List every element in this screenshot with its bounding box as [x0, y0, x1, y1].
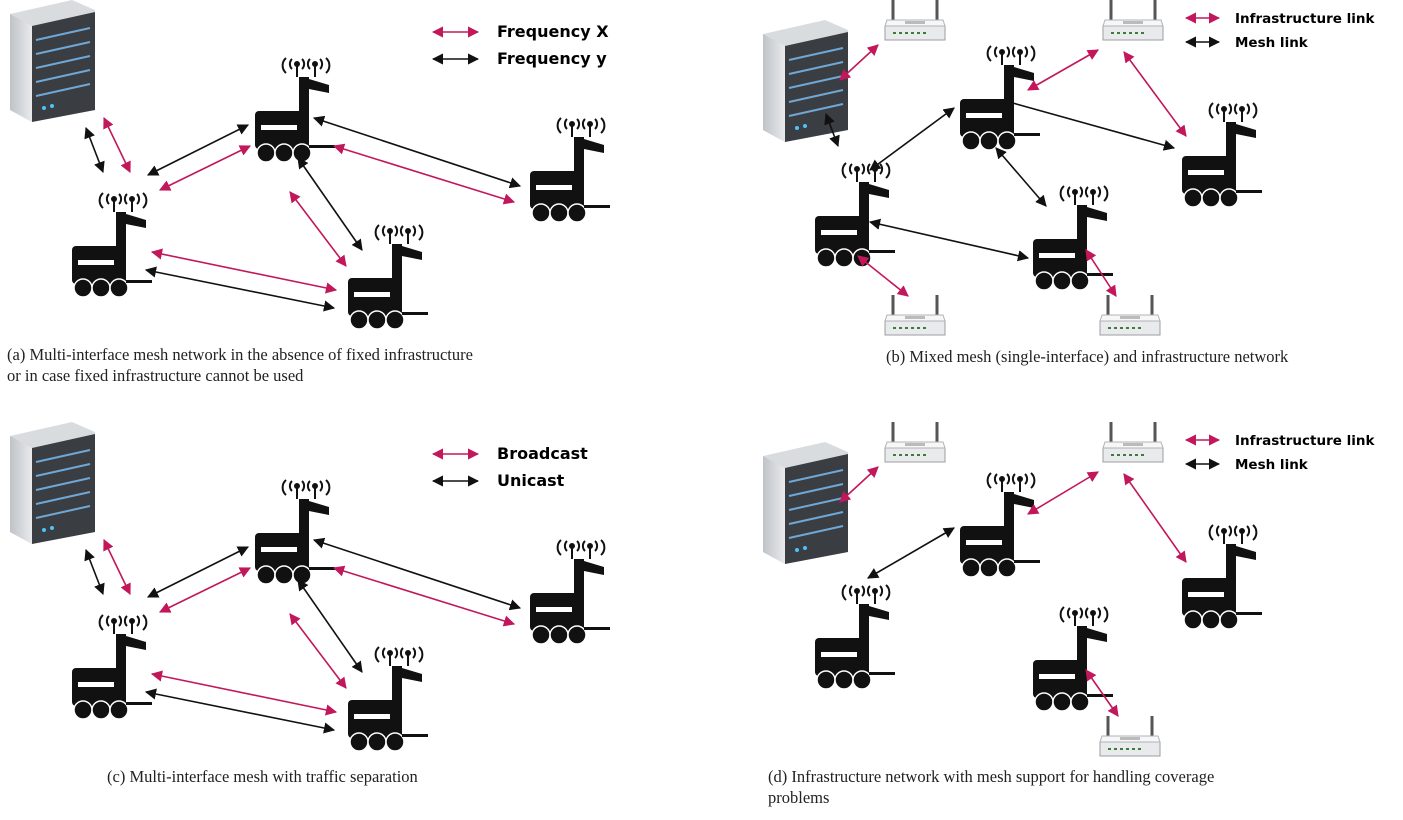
robot-icon [529, 539, 611, 645]
robot-icon [347, 224, 429, 330]
legend-label: Infrastructure link [1235, 433, 1375, 449]
robot-icon [529, 117, 611, 223]
server-icon [9, 421, 96, 545]
links [84, 537, 522, 734]
access-point-icon [1098, 714, 1162, 758]
robot-icon [71, 614, 153, 720]
legend-label: Mesh link [1235, 35, 1309, 51]
links [84, 115, 522, 312]
access-point-icon [883, 420, 947, 464]
caption-line: (a) Multi-interface mesh network in the … [7, 345, 473, 364]
panel-b: Infrastructure link Mesh link (b) Mixed … [762, 0, 1375, 366]
legend-label: Unicast [497, 471, 565, 490]
server-icon [9, 0, 96, 123]
robot-icon [1181, 102, 1263, 208]
robot-icon [347, 646, 429, 752]
access-point-icon [883, 0, 947, 42]
legend-label: Mesh link [1235, 457, 1309, 473]
robot-icon [959, 472, 1041, 578]
panel-a: Frequency X Frequency y (a) Multi-interf… [7, 0, 611, 385]
caption-line: or in case fixed infrastructure cannot b… [7, 366, 304, 385]
panel-d: Infrastructure link Mesh link (d) Infras… [762, 420, 1375, 807]
links [824, 44, 1187, 297]
robot-icon [1181, 524, 1263, 630]
access-point-icon [1098, 293, 1162, 337]
robot-icon [1032, 606, 1114, 712]
robot-icon [814, 584, 896, 690]
access-point-icon [883, 293, 947, 337]
access-point-icon [1101, 420, 1165, 464]
legend: Infrastructure link Mesh link [1184, 11, 1375, 51]
panel-c: Broadcast Unicast (c) Multi-interface me… [9, 421, 611, 786]
access-point-icon [1101, 0, 1165, 42]
caption-line: (b) Mixed mesh (single-interface) and in… [886, 347, 1289, 366]
robot-icon [254, 57, 336, 163]
legend: Infrastructure link Mesh link [1184, 433, 1375, 473]
links [839, 466, 1187, 717]
server-icon [762, 441, 849, 565]
legend-label: Infrastructure link [1235, 11, 1375, 27]
legend-label: Frequency y [497, 49, 607, 68]
robot-icon [959, 45, 1041, 151]
caption-line: problems [768, 788, 829, 807]
robot-icon [71, 192, 153, 298]
caption-line: (c) Multi-interface mesh with traffic se… [107, 767, 418, 786]
server-icon [762, 19, 849, 143]
caption-line: (d) Infrastructure network with mesh sup… [768, 767, 1214, 786]
legend-label: Broadcast [497, 444, 588, 463]
legend-label: Frequency X [497, 22, 609, 41]
robot-icon [254, 479, 336, 585]
robot-icon [814, 162, 896, 268]
legend: Broadcast Unicast [431, 444, 588, 490]
legend: Frequency X Frequency y [431, 22, 609, 68]
